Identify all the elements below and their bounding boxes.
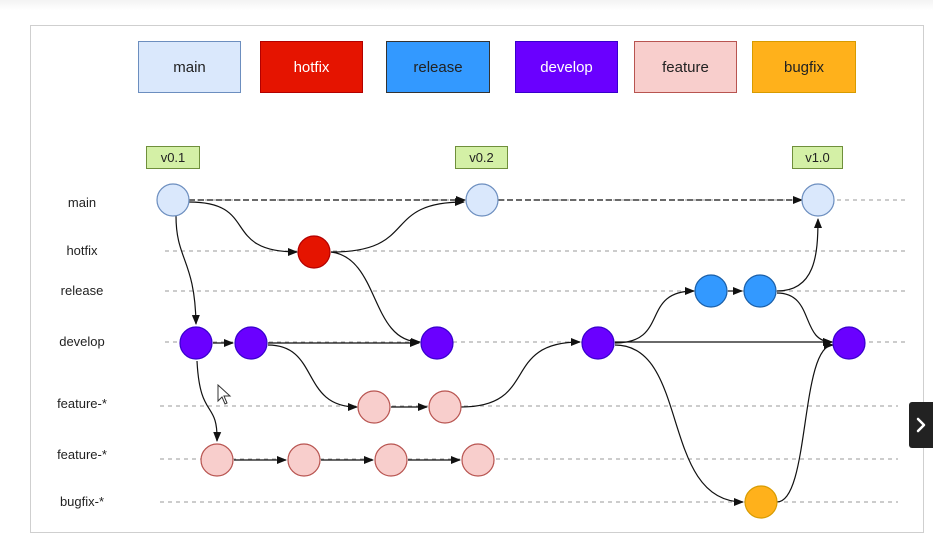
edge-hotfix-to-develop	[330, 251, 421, 346]
node-feature-1-a	[357, 390, 391, 424]
lane-label-bugfix: bugfix-*	[59, 494, 105, 509]
legend-label: hotfix	[293, 58, 330, 76]
legend-release: release	[386, 41, 490, 93]
edge-release-to-main	[776, 218, 822, 292]
edge-release-to-develop	[776, 292, 833, 346]
chevron-right-icon	[916, 417, 926, 433]
edge-develop-to-bugfix	[614, 344, 744, 506]
node-main-v10	[801, 183, 835, 217]
tag-v0-2: v0.2	[455, 146, 508, 169]
lane-label-hotfix: hotfix	[66, 243, 98, 258]
legend-hotfix: hotfix	[260, 41, 363, 93]
node-feature-1-b	[428, 390, 462, 424]
lane-label-feature-2: feature-*	[57, 447, 107, 462]
edge-feature-1-to-develop	[460, 338, 581, 408]
lane-label-develop: develop	[59, 334, 105, 349]
node-feature-2-b	[287, 443, 321, 477]
legend-main: main	[138, 41, 241, 93]
edge-main-to-develop	[175, 215, 200, 325]
tag-label: v0.1	[160, 150, 186, 165]
node-feature-2-a	[200, 443, 234, 477]
node-develop-2	[234, 326, 268, 360]
edge-develop-to-feature-2	[196, 360, 222, 442]
node-develop-1	[179, 326, 213, 360]
edge-main-to-hotfix	[188, 201, 298, 256]
node-bugfix	[744, 485, 778, 519]
lane-label-main: main	[67, 195, 97, 210]
legend-develop: develop	[515, 41, 618, 93]
legend-label: main	[173, 58, 206, 76]
node-main-v02	[465, 183, 499, 217]
edge-hotfix-to-main	[330, 198, 465, 253]
edge-develop-to-feature-1	[267, 344, 358, 411]
legend-label: feature	[662, 58, 709, 76]
node-feature-2-d	[461, 443, 495, 477]
node-develop-4	[581, 326, 615, 360]
node-hotfix	[297, 235, 331, 269]
legend-label: release	[413, 58, 463, 76]
tag-label: v1.0	[805, 150, 830, 165]
node-release-2	[743, 274, 777, 308]
node-release-1	[694, 274, 728, 308]
tag-v1-0: v1.0	[792, 146, 843, 169]
legend-bugfix: bugfix	[752, 41, 856, 93]
node-develop-5	[832, 326, 866, 360]
lane-label-feature-1: feature-*	[57, 396, 107, 411]
page-header	[0, 0, 933, 10]
mouse-cursor-icon	[217, 384, 232, 405]
node-main-v01	[156, 183, 190, 217]
legend-label: develop	[540, 58, 593, 76]
node-feature-2-c	[374, 443, 408, 477]
tag-v0-1: v0.1	[146, 146, 200, 169]
next-button[interactable]	[909, 402, 933, 448]
tag-label: v0.2	[469, 150, 494, 165]
node-develop-3	[420, 326, 454, 360]
edge-develop-to-release	[614, 287, 695, 344]
lane-label-release: release	[60, 283, 104, 298]
legend-label: bugfix	[783, 58, 825, 76]
edge-bugfix-to-develop	[776, 341, 834, 503]
legend-feature: feature	[634, 41, 737, 93]
